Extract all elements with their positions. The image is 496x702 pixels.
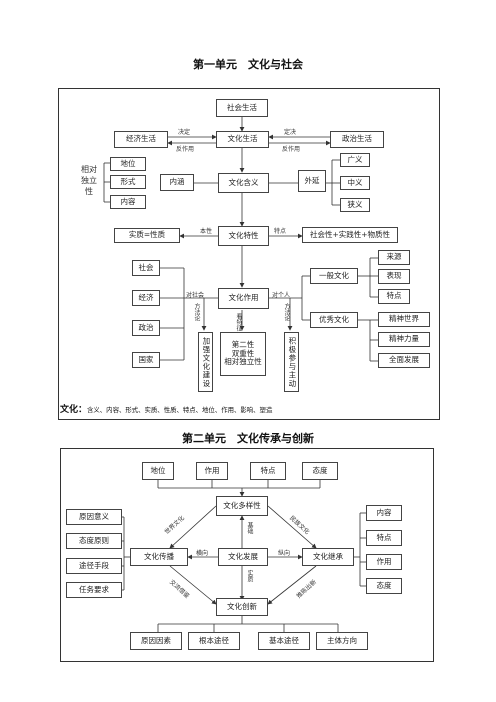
u2-status-box: 地位 [142,462,174,480]
channels-box: 途径手段 [66,558,122,574]
on-person-label: 对个人 [272,292,291,299]
attitude-principle-box: 态度原则 [66,533,122,549]
u2-role-box: 作用 [196,462,228,480]
spread-box: 文化传播 [130,548,188,566]
subject-direction-box: 主体方向 [316,632,368,650]
cultural-life-box: 文化生活 [216,131,269,148]
extension-box: 外延 [298,170,326,192]
spiritual-power-box: 精神力量 [378,332,430,347]
react-label-right: 反作用 [282,146,301,153]
social-life-box: 社会生活 [216,99,268,117]
label-vertical: 纵向 [278,550,291,557]
innovation-box: 文化创新 [216,598,268,616]
method-label-left: 方法论 [193,303,200,321]
u2-feature2-box: 特点 [366,530,402,546]
footer-head: 文化： [60,405,88,415]
politics-box: 政治 [132,320,160,336]
diversity-box: 文化多样性 [216,496,268,516]
society-box: 社会 [132,260,160,276]
develop-box: 文化发展 [218,548,268,566]
culture-role-box: 文化作用 [218,288,269,309]
active-participation-box: 积极参与主动 [284,332,299,392]
essence-box: 实质=性质 [114,228,180,243]
basic-path-box: 基本途径 [258,632,310,650]
economy-box: 经济 [132,290,160,306]
unit1-title: 第一单元 文化与社会 [193,58,303,71]
essence-label: 本性 [200,228,213,235]
footer-rest: 含义、内容、形式、实质、性质、特点、地位、作用、影响、塑造 [87,406,273,414]
connotation-box: 内涵 [160,174,194,191]
trait-box: 特点 [378,289,410,304]
basic-way-box: 根本途径 [188,632,240,650]
u2-attitude-box: 态度 [302,462,338,480]
performance-box: 表现 [378,269,410,284]
u2-role2-box: 作用 [366,554,402,570]
relative-independence-label: 相对独立性 [81,165,97,196]
culture-feature-box: 文化特性 [218,226,269,246]
label-base: 基础 [246,522,253,534]
content-box: 内容 [110,195,146,209]
narrow-box: 狭义 [340,198,370,212]
unit2-title: 第二单元 文化传承与创新 [182,432,314,445]
reason-meaning-box: 原因意义 [66,509,122,525]
middle-box: 中义 [340,176,370,190]
on-society-label: 对社会 [186,292,205,299]
label-horizontal: 横向 [196,550,209,557]
strengthen-box: 加强文化建设 [198,332,213,392]
all-round-box: 全面发展 [378,353,430,368]
political-life-box: 政治生活 [330,131,384,148]
duality-box: 第二性 双重性 相对独立性 [220,332,266,376]
form-box: 形式 [110,175,146,189]
u2-content-box: 内容 [366,505,402,521]
u2-attitude2-box: 态度 [366,578,402,594]
show-feature-label: 看特征 [235,313,242,331]
u2-feature-box: 特点 [250,462,286,480]
excellent-culture-box: 优秀文化 [310,312,358,328]
state-box: 国家 [132,352,160,368]
culture-meaning-box: 文化含义 [218,173,269,193]
general-culture-box: 一般文化 [310,268,358,284]
method-label-right: 方法论 [283,303,290,321]
unit1-footer: 文化：含义、内容、形式、实质、性质、特点、地位、作用、影响、塑造 [60,402,272,415]
sociality-box: 社会性+实践性+物质性 [302,227,398,243]
reason-factor-box: 原因因素 [130,632,182,650]
feature-label: 特点 [274,228,287,235]
decide-label-right: 定决 [284,129,297,136]
decide-label: 决定 [178,129,191,136]
inherit-box: 文化继承 [302,548,354,566]
spiritual-world-box: 精神世界 [378,312,430,327]
broad-box: 广义 [340,153,370,167]
react-label-left: 反作用 [176,146,195,153]
economic-life-box: 经济生活 [114,131,168,148]
status-box: 地位 [110,157,146,171]
source-box: 来源 [378,250,410,265]
mission-box: 任务要求 [66,582,122,598]
label-essence: 实质 [246,570,253,582]
